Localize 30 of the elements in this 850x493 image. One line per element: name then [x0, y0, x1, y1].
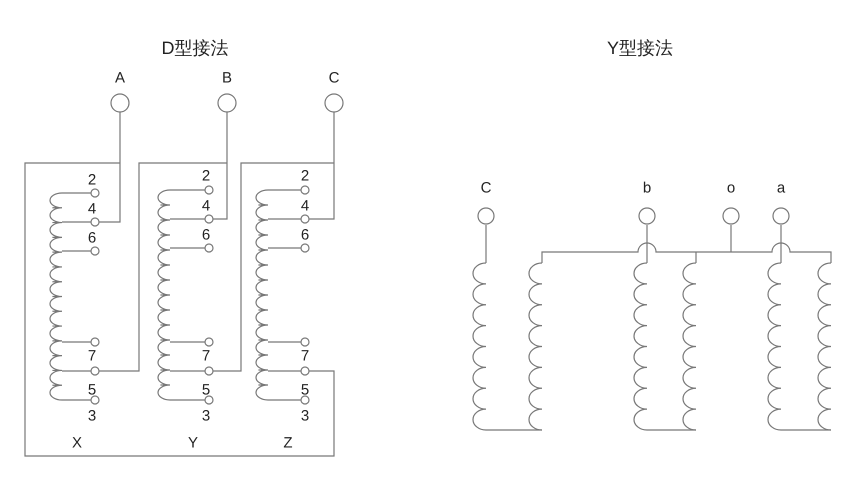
winding-end-label: Z [283, 436, 293, 450]
terminal-label: o [726, 180, 736, 196]
tap-number: 5 [88, 382, 96, 398]
terminal-label: a [776, 180, 786, 196]
tap-number: 7 [202, 348, 210, 364]
terminal-label: B [222, 70, 232, 86]
tap-number: 2 [202, 168, 210, 184]
tap-number: 4 [88, 202, 96, 216]
winding-end-label: X [72, 436, 82, 450]
tap-number: 6 [88, 230, 96, 246]
tap-number: 2 [88, 172, 96, 188]
tap-number: 7 [300, 348, 310, 364]
terminal-label: C [480, 180, 492, 196]
terminal-label: A [115, 70, 125, 86]
tap-number: 3 [88, 408, 96, 424]
terminal-label: C [328, 70, 340, 86]
tap-number: 5 [202, 382, 210, 398]
winding-end-label: Y [188, 436, 198, 450]
tap-number: 4 [202, 198, 210, 214]
tap-number: 2 [300, 168, 310, 184]
tap-number: 4 [300, 198, 310, 214]
tap-number: 5 [300, 382, 310, 398]
terminal-label: b [642, 180, 652, 196]
diagram-heading: D型接法 [162, 39, 228, 57]
tap-number: 6 [300, 228, 310, 242]
tap-number: 3 [202, 408, 210, 424]
tap-number: 6 [202, 228, 210, 242]
tap-number: 7 [88, 348, 96, 364]
tap-number: 3 [300, 408, 310, 424]
diagram-heading: Y型接法 [607, 39, 673, 57]
